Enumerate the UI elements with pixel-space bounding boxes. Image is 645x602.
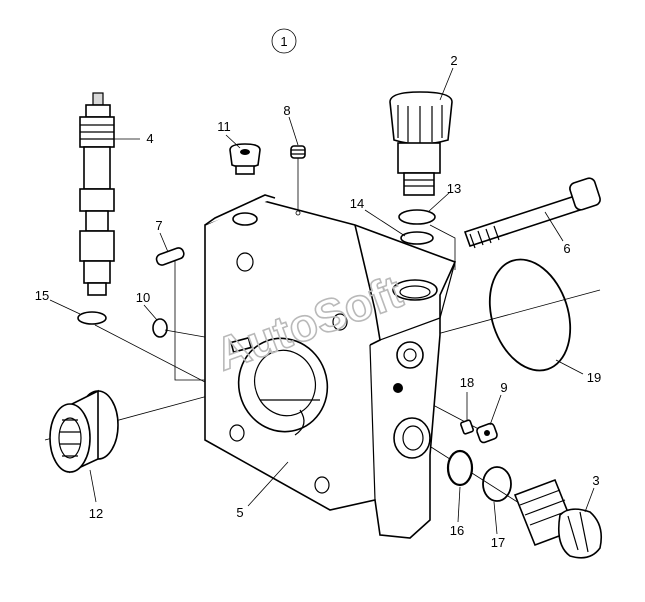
o-ring-14: [400, 231, 434, 245]
bolt-6: [463, 177, 601, 249]
part-label: 13: [447, 181, 461, 196]
part-label: 15: [35, 288, 49, 303]
bearing-12: [49, 389, 119, 474]
part-label: 19: [587, 370, 601, 385]
plug-valve-2: [389, 91, 453, 196]
o-ring-15: [77, 311, 107, 325]
o-ring-19: [488, 258, 572, 372]
o-ring-17: [482, 466, 512, 502]
part-label: 9: [500, 380, 507, 395]
assembly-number: 1: [280, 34, 287, 49]
part-labels: 2 3 4 5 6 7 8 9 10 11 12 13 14 15 16 17 …: [35, 53, 601, 550]
side-cartridge-3: [513, 478, 603, 559]
part-label: 2: [450, 53, 457, 68]
part-label: 7: [155, 218, 162, 233]
seal-13: [398, 209, 436, 225]
part-label: 16: [450, 523, 464, 538]
leader-lines: [49, 67, 595, 535]
fitting-9: [476, 422, 498, 444]
set-screw-8: [290, 145, 306, 159]
seal-16: [446, 449, 474, 487]
part-label: 8: [283, 103, 290, 118]
part-label: 12: [89, 506, 103, 521]
fitting-18: [460, 419, 474, 435]
o-ring-10: [152, 318, 168, 338]
pin-7: [155, 247, 185, 266]
part-label: 6: [563, 241, 570, 256]
plug-11: [229, 143, 261, 175]
part-label: 17: [491, 535, 505, 550]
part-label: 18: [460, 375, 474, 390]
assembly-callout: 1: [271, 28, 297, 54]
valve-housing-5: [204, 194, 457, 539]
part-label: 3: [592, 473, 599, 488]
part-label: 4: [146, 131, 153, 146]
part-label: 5: [236, 505, 243, 520]
part-label: 11: [217, 119, 231, 134]
part-label: 10: [136, 290, 150, 305]
part-label: 14: [350, 196, 364, 211]
cartridge-valve-4: [79, 92, 115, 296]
